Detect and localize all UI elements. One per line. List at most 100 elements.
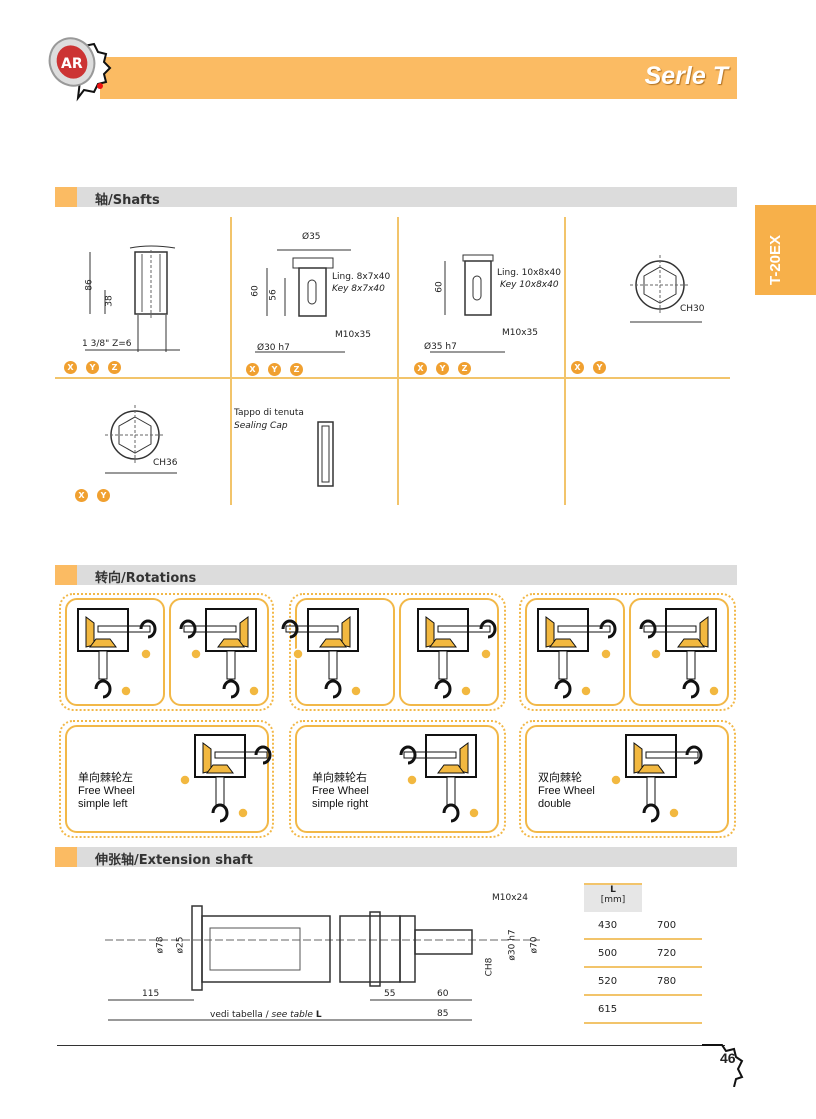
badge-z: Z: [290, 363, 303, 376]
header-bar: [100, 57, 737, 99]
rotation-arrow-icon: [399, 745, 417, 765]
dim-label: Ø35 h7: [424, 342, 457, 352]
section-header-shafts: 轴/Shafts: [55, 187, 737, 208]
table-row: 430 700: [584, 912, 702, 939]
rotation-arrow-icon: [179, 619, 197, 639]
gear-outline-icon: [702, 1044, 744, 1087]
keyed-shaft-drawing: [255, 249, 351, 353]
axis-badge: [600, 648, 612, 660]
axis-badge: [580, 685, 592, 697]
dim-label: CH36: [153, 458, 178, 468]
extension-shaft-drawing: [105, 905, 540, 1021]
key-label: Ling. 8x7x40: [332, 272, 391, 282]
sealing-cap-label-en: Sealing Cap: [234, 421, 288, 431]
output-shaft: [558, 650, 568, 680]
dim-label: 1 3/8" Z=6: [82, 339, 132, 349]
input-shaft: [285, 625, 339, 633]
key-label: Ling. 10x8x40: [497, 268, 561, 278]
gearbox-rotation-icons: [77, 608, 720, 823]
rotation-arrow-icon: [682, 679, 700, 699]
rotation-arrow-icon: [479, 619, 497, 639]
dim-label: Ø35: [302, 232, 321, 242]
freewheel-group: [519, 720, 736, 838]
output-shaft: [438, 650, 448, 680]
spline-shaft-drawing: [85, 245, 180, 352]
dim-label: 115: [142, 989, 160, 999]
rotation-arrow-icon: [254, 745, 272, 765]
dim-label: ø25: [175, 936, 186, 954]
divider: [230, 217, 232, 505]
rotation-group: [519, 593, 736, 711]
bevel-gear: [429, 638, 457, 648]
axis-badge: [292, 648, 304, 660]
dim-label: M10x35: [502, 328, 538, 338]
bevel-gear: [89, 638, 117, 648]
section-title: 伸张轴/Extension shaft: [95, 853, 253, 868]
rotation-arrow-icon: [554, 679, 572, 699]
table-cell: 720: [657, 947, 677, 959]
output-shaft: [646, 776, 656, 806]
input-shaft: [645, 751, 699, 759]
output-shaft: [226, 650, 236, 680]
axis-badge: [610, 774, 622, 786]
section-header-extension: 伸张轴/Extension shaft: [55, 847, 737, 868]
length-table-header: L[mm]: [584, 883, 642, 912]
dim-label: ø70: [529, 936, 540, 954]
freewheel-group: [59, 720, 274, 838]
input-shaft: [183, 625, 237, 633]
page-number: 46: [720, 1050, 736, 1066]
axis-badge: [190, 648, 202, 660]
rotation-arrow-icon: [442, 803, 460, 823]
hex-shaft-drawing: [105, 405, 177, 474]
divider: [564, 217, 566, 505]
sealing-cap-drawing: [317, 421, 334, 487]
see-table-label: vedi tabella / see table L: [210, 1010, 322, 1020]
axis-badge: [668, 807, 680, 819]
key-label-en: Key 10x8x40: [500, 280, 559, 290]
axis-badge: [237, 807, 249, 819]
bevel-gear: [677, 638, 705, 648]
rotation-arrow-icon: [599, 619, 617, 639]
rotation-arrow-icon: [324, 679, 342, 699]
rotation-arrow-icon: [139, 619, 157, 639]
dim-label: Ø30 h7: [257, 343, 290, 353]
rotation-arrow-icon: [434, 679, 452, 699]
rotation-arrow-icon: [639, 619, 657, 639]
bevel-gear: [217, 638, 245, 648]
badge-x: X: [75, 489, 88, 502]
series-title: Serle T: [644, 62, 728, 90]
badge-y: Y: [268, 363, 281, 376]
badge-x: X: [64, 361, 77, 374]
output-shaft: [446, 776, 456, 806]
freewheel-group: [289, 720, 506, 838]
axis-badge: [480, 648, 492, 660]
divider: [55, 377, 730, 379]
table-cell: 500: [598, 947, 618, 959]
section-title: 轴/Shafts: [95, 193, 160, 208]
badge-y: Y: [86, 361, 99, 374]
side-tab: T-20EX: [755, 205, 816, 295]
table-cell: [643, 995, 702, 1023]
table-cell: 780: [657, 975, 677, 987]
rotation-arrow-icon: [94, 679, 112, 699]
table-cell: 700: [657, 919, 677, 931]
axis-badge: [350, 685, 362, 697]
axis-badge: [406, 774, 418, 786]
footer-line: [57, 1045, 725, 1046]
table-row: 500 720: [584, 939, 702, 967]
badge-x: X: [414, 362, 427, 375]
rotation-arrow-icon: [685, 745, 703, 765]
badge-x: X: [571, 361, 584, 374]
table-cell: 430: [598, 919, 618, 931]
input-shaft: [214, 751, 268, 759]
bevel-gear: [437, 764, 465, 774]
